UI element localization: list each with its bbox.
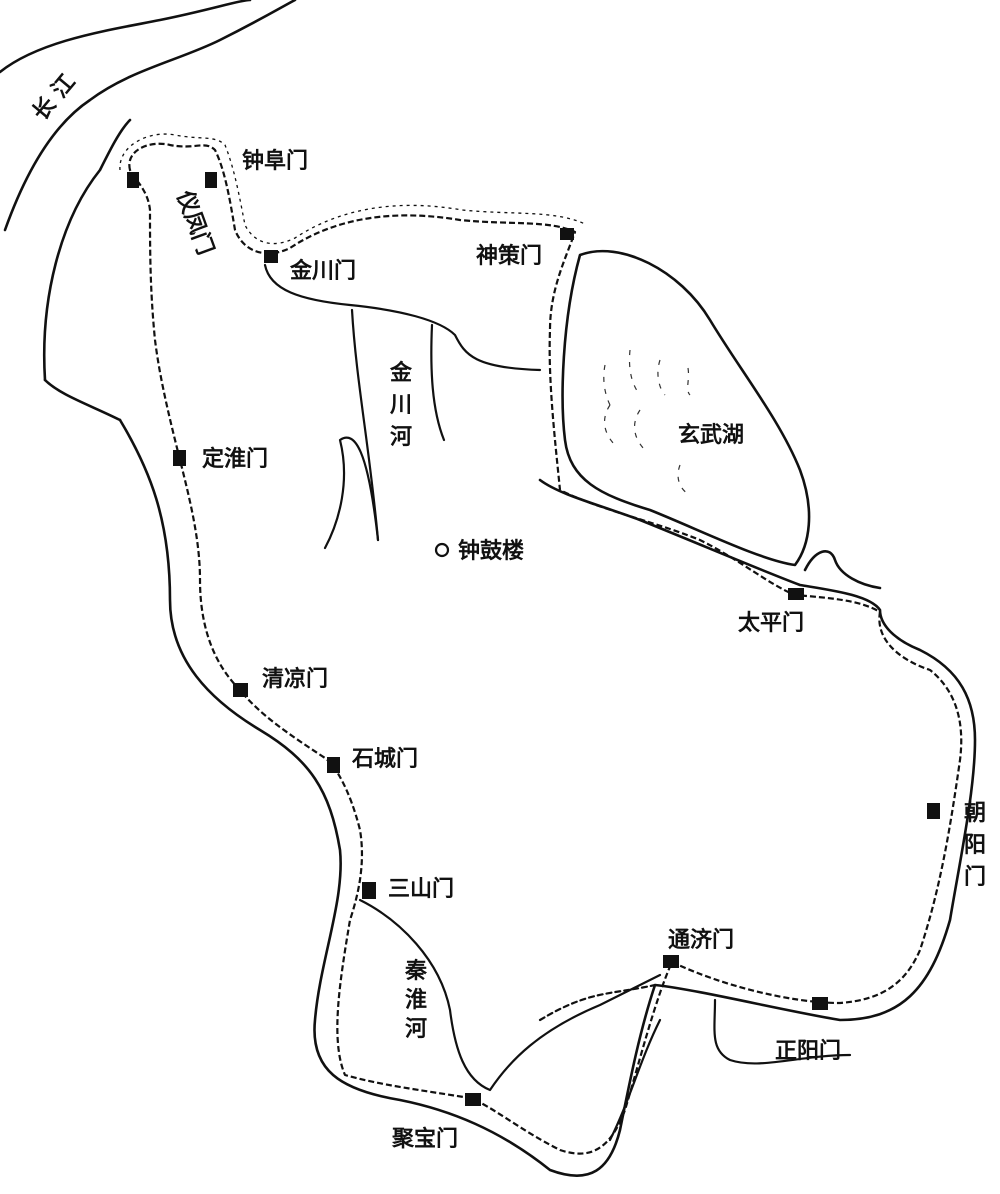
label-qingliang-gate: 清凉门 <box>262 666 328 692</box>
label-zhonggulou: 钟鼓楼 <box>458 538 524 564</box>
label-changjiang: 长 江 <box>28 70 80 126</box>
outer-moat <box>118 418 977 1177</box>
label-chaoyang-gate-2: 阳 <box>964 833 986 858</box>
label-jinchuan-gate: 金川门 <box>289 258 356 284</box>
gate-marker-shence <box>560 228 574 240</box>
gate-marker-zhongfu <box>205 172 217 188</box>
label-yifeng-gate: 仪凤门 <box>171 186 218 258</box>
gate-marker-chaoyang <box>927 803 940 819</box>
label-qinhuai-river-3: 河 <box>405 1017 427 1042</box>
city-wall <box>119 133 963 1155</box>
label-jinchuan-river-3: 河 <box>390 425 412 450</box>
jinchuan-river <box>263 263 542 550</box>
label-jinchuan-river-2: 川 <box>389 393 412 418</box>
label-zhengyang-gate: 正阳门 <box>775 1038 841 1064</box>
gate-marker-sanshan <box>362 882 376 899</box>
label-chaoyang-gate-1: 朝 <box>964 800 986 826</box>
gate-marker-dinghuai <box>173 450 186 466</box>
label-chaoyang-gate-3: 门 <box>964 864 986 890</box>
label-sanshan-gate: 三山门 <box>388 876 454 902</box>
label-qinhuai-river-1: 秦 <box>404 959 428 984</box>
label-shence-gate: 神策门 <box>476 243 542 269</box>
yangtze-river <box>0 0 297 422</box>
gate-marker-taiping <box>788 588 804 600</box>
gate-marker-qingliang <box>233 683 248 697</box>
label-shicheng-gate: 石城门 <box>351 746 418 772</box>
xuanwu-lake <box>561 249 882 590</box>
label-zhongfu-gate: 钟阜门 <box>242 148 308 174</box>
label-xuanwu-lake: 玄武湖 <box>678 422 744 448</box>
qinhuai-river <box>358 898 852 1142</box>
label-tongji-gate: 通济门 <box>668 927 734 953</box>
map-labels: 长 江 钟阜门 仪凤门 金川门 神策门 金 川 河 玄武湖 定淮门 钟鼓楼 太平… <box>28 70 986 1152</box>
gate-marker-jubao <box>465 1093 481 1106</box>
zhonggulou-marker <box>434 542 450 558</box>
gate-marker-tongji <box>663 955 679 968</box>
label-qinhuai-river-2: 淮 <box>405 988 427 1013</box>
label-dinghuai-gate: 定淮门 <box>202 446 268 472</box>
gate-marker-jinchuan <box>264 250 278 263</box>
gate-marker-zhengyang <box>812 997 828 1010</box>
gate-marker-yifeng <box>127 172 139 188</box>
label-taiping-gate: 太平门 <box>738 610 804 636</box>
gates <box>127 172 940 1106</box>
label-jubao-gate: 聚宝门 <box>391 1126 458 1152</box>
label-jinchuan-river-1: 金 <box>389 360 413 386</box>
gate-marker-shicheng <box>327 757 340 773</box>
